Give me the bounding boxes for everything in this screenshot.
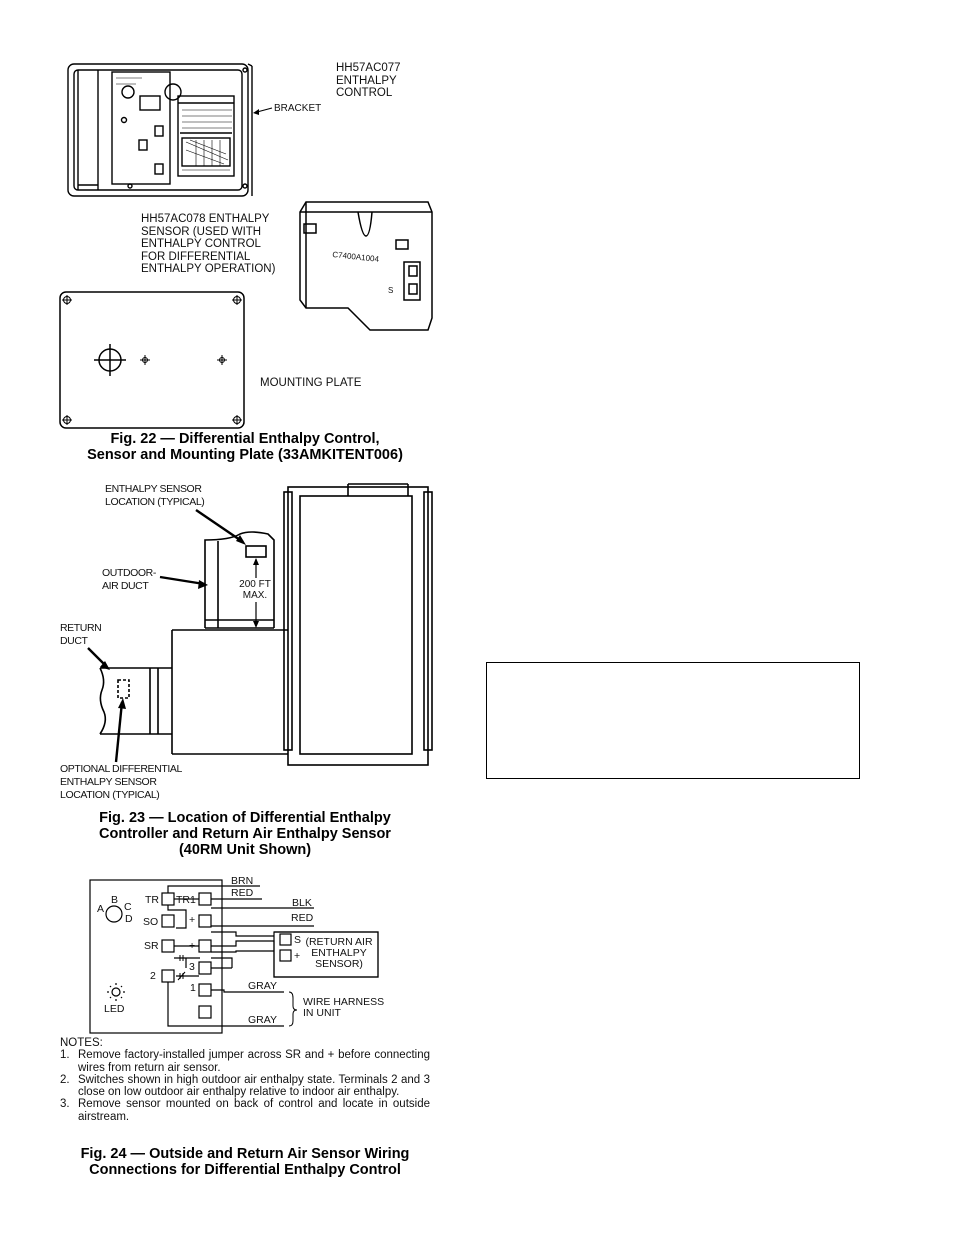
notes-title: NOTES: <box>60 1037 103 1049</box>
note-item: 1. Remove factory-installed jumper acros… <box>60 1049 430 1074</box>
note-item: 2. Switches shown in high outdoor air en… <box>60 1074 430 1099</box>
dial-d: D <box>125 913 133 925</box>
sensor-plus: + <box>294 950 301 962</box>
fig22-sensor-s: S <box>388 286 394 295</box>
term-tr1: TR1 <box>176 894 196 906</box>
term-1: 1 <box>190 982 196 994</box>
wire-gray-1: GRAY <box>248 980 277 992</box>
dial-c: C <box>124 901 132 913</box>
note-item: 3. Remove sensor mounted on back of cont… <box>60 1098 430 1123</box>
wire-brn: BRN <box>231 875 254 887</box>
sensor-s: S <box>294 934 302 946</box>
fig23-outdoor-duct: OUTDOOR- AIR DUCT <box>102 567 156 592</box>
term-plus-sr: + <box>189 940 196 952</box>
note-number: 1. <box>60 1049 70 1062</box>
note-number: 2. <box>60 1073 70 1086</box>
return-sensor-label: (RETURN AIR ENTHALPY SENSOR) <box>305 936 373 970</box>
harness-label: WIRE HARNESS IN UNIT <box>303 996 385 1019</box>
wire-blk: BLK <box>292 897 312 909</box>
fig23-sensor-location: ENTHALPY SENSOR LOCATION (TYPICAL) <box>105 483 205 508</box>
fig22-bracket-label: BRACKET <box>274 103 322 114</box>
note-text: Switches shown in high outdoor air entha… <box>78 1073 430 1099</box>
dial-b: B <box>111 894 119 906</box>
term-so: SO <box>143 916 159 928</box>
note-number: 3. <box>60 1098 70 1111</box>
wire-gray-2: GRAY <box>248 1014 277 1026</box>
note-text: Remove factory-installed jumper across S… <box>78 1049 430 1074</box>
wire-red-top: RED <box>231 887 254 899</box>
fig23-optional-sensor: OPTIONAL DIFFERENTIAL ENTHALPY SENSOR LO… <box>60 763 182 801</box>
fig22-mounting-label: MOUNTING PLATE <box>260 377 362 389</box>
term-plus-so: + <box>189 914 196 926</box>
empty-callout-box <box>486 662 860 779</box>
led-label: LED <box>104 1003 125 1015</box>
fig24-caption: Fig. 24 — Outside and Return Air Sensor … <box>80 1146 410 1178</box>
dial-a: A <box>97 903 105 915</box>
fig23-distance: 200 FT MAX. <box>239 579 271 601</box>
wire-red: RED <box>291 912 314 924</box>
fig23-caption: Fig. 23 — Location of Differential Entha… <box>99 810 391 858</box>
fig23-return-duct: RETURN DUCT <box>60 622 102 647</box>
term-tr: TR <box>145 894 159 906</box>
fig22-caption: Fig. 22 — Differential Enthalpy Control,… <box>87 431 403 463</box>
term-sr: SR <box>144 940 159 952</box>
fig22-control-label: HH57AC077 ENTHALPY CONTROL <box>336 62 401 99</box>
fig22-sensor-label: HH57AC078 ENTHALPY SENSOR (USED WITH ENT… <box>141 213 276 275</box>
note-text: Remove sensor mounted on back of control… <box>78 1098 430 1123</box>
fig24-notes: NOTES: 1. Remove factory-installed jumpe… <box>60 1037 430 1123</box>
term-2: 2 <box>150 970 156 982</box>
term-3: 3 <box>189 961 195 973</box>
